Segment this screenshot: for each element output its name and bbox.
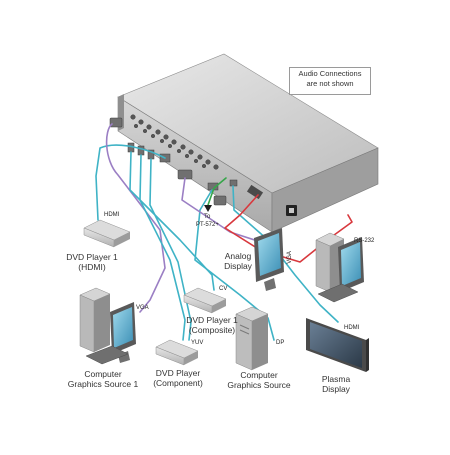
computer-source-label-line1: Computer <box>240 370 278 380</box>
switcher-connector-row <box>130 114 219 170</box>
dvd-composite-label-line1: DVD Player 1 <box>186 315 238 325</box>
computer-graphics-source-1 <box>79 287 136 365</box>
composite-plug-2 <box>137 145 145 156</box>
vga-plug-analog <box>213 195 227 206</box>
computer-source-1-label-line2: Graphics Source 1 <box>67 379 139 389</box>
port-label-hdmi-out: HDMI <box>344 325 360 331</box>
cable-control <box>207 177 227 206</box>
dvd-player-component <box>155 339 199 366</box>
dvd-hdmi-label-line2: (HDMI) <box>78 262 106 272</box>
dvd-component-label-line2: (Component) <box>153 378 203 388</box>
port-label-dp: DP <box>276 340 285 346</box>
cable-dp <box>194 189 275 341</box>
rs232-controller-pc <box>315 232 364 303</box>
dvd-component-label-line1: DVD Player <box>155 368 201 378</box>
port-label-vga-out: VGA <box>286 251 293 264</box>
switcher-side-face <box>271 147 379 233</box>
cable-cv <box>129 151 215 291</box>
port-label-vga-in: VGA <box>136 305 149 311</box>
cable-yuv <box>139 154 186 341</box>
audio-note-line2: are not shown <box>306 79 354 88</box>
to-label: To <box>204 214 211 220</box>
cable-vga-computer-1 <box>105 123 166 313</box>
dvd-composite-label-line2: (Composite) <box>188 325 236 335</box>
analog-display <box>254 228 284 291</box>
cable-hdmi-dvd <box>95 144 166 221</box>
dvd-player-composite <box>183 287 227 314</box>
vga-plug-left <box>109 117 123 128</box>
dvd-player-hdmi <box>83 219 131 248</box>
port-label-hdmi-in: HDMI <box>104 212 120 218</box>
audio-note-box <box>289 67 371 95</box>
computer-graphics-source <box>235 306 269 371</box>
pt572-label: PT-572+ <box>196 222 219 228</box>
analog-display-label-line1: Analog <box>224 251 252 261</box>
dvd-hdmi-label-line1: DVD Player 1 <box>66 252 118 262</box>
switcher-unit <box>117 53 379 233</box>
port-label-rs232: RS-232 <box>354 238 375 244</box>
port-label-yuv: YUV <box>191 340 204 346</box>
plasma-display-label-line1: Plasma <box>321 374 351 384</box>
plasma-display-label-line2: Display <box>322 384 350 394</box>
computer-source-1-label-line1: Computer <box>84 369 122 379</box>
hdmi-plug-out <box>229 179 238 187</box>
computer-source-label-line2: Graphics Source <box>227 380 291 390</box>
switcher-rs232-port <box>246 184 264 200</box>
audio-note-line1: Audio Connections <box>298 69 362 78</box>
analog-display-label-line2: Display <box>224 261 252 271</box>
port-label-cv: CV <box>219 286 228 292</box>
arrow-to-pt572 <box>204 205 212 212</box>
plasma-display <box>306 318 369 372</box>
